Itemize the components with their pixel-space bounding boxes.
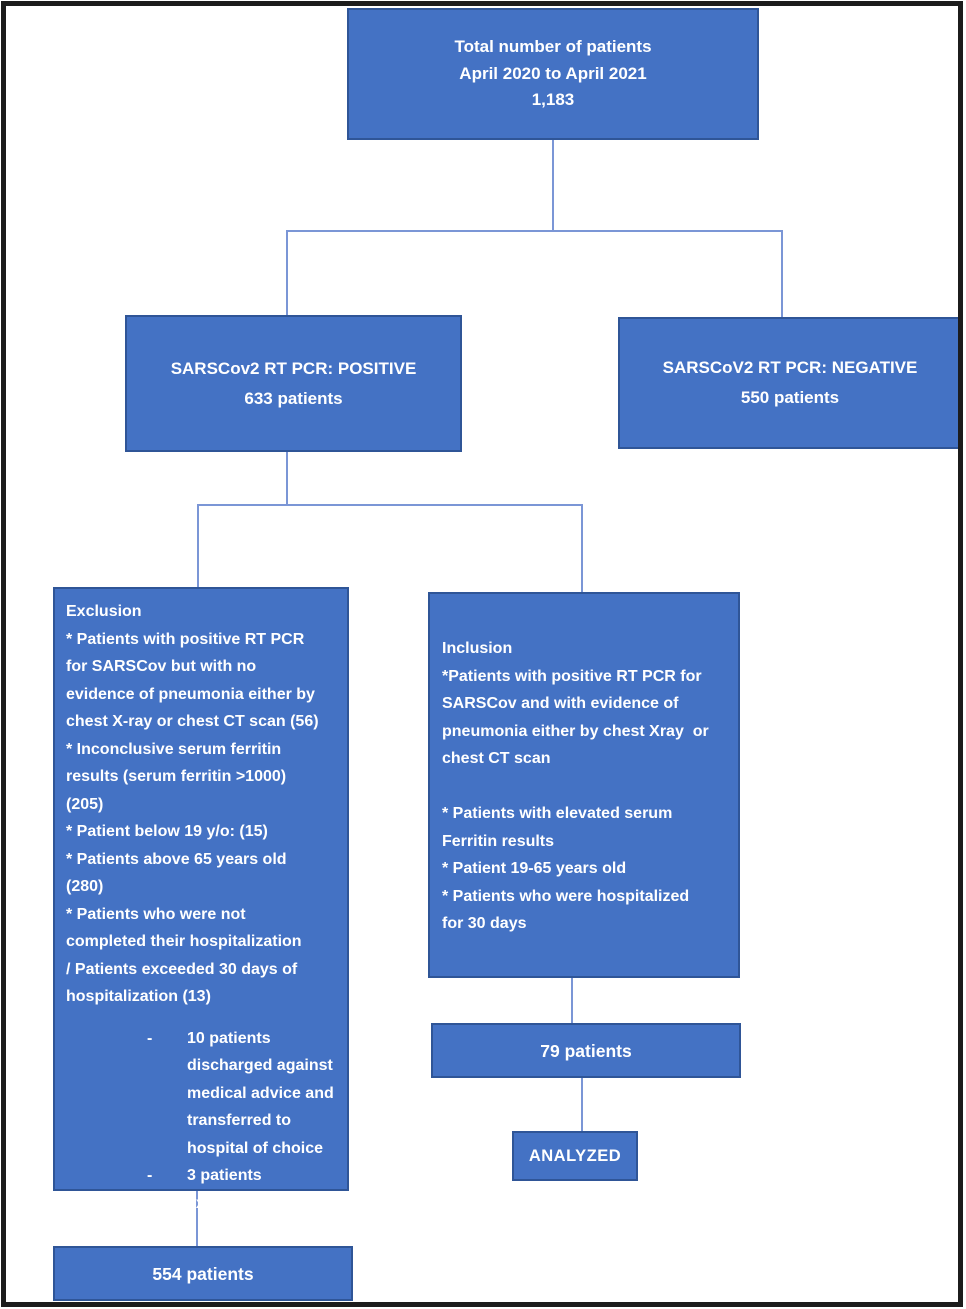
- pcr-negative-text: SARSCoV2 RT PCR: NEGATIVE 550 patients: [662, 358, 918, 407]
- exclusion-sub-list: - 10 patients discharged against medical…: [66, 1025, 339, 1218]
- node-79-patients: 79 patients: [431, 1023, 741, 1078]
- analyzed-text: ANALYZED: [528, 1147, 622, 1165]
- node-analyzed: ANALYZED: [512, 1131, 638, 1181]
- connector-exclusion-stem: [196, 1190, 198, 1247]
- dash-bullet: -: [147, 1029, 153, 1047]
- connector-positive-drop: [286, 230, 288, 316]
- connector-negative-drop: [781, 230, 783, 318]
- node-pcr-negative: SARSCoV2 RT PCR: NEGATIVE 550 patients: [618, 317, 962, 449]
- connector-split-top: [286, 230, 783, 232]
- exclusion-criteria-text: Exclusion * Patients with positive RT PC…: [66, 603, 319, 1005]
- inclusion-criteria-text: Inclusion *Patients with positive RT PCR…: [442, 640, 709, 932]
- node-total-patients: Total number of patients April 2020 to A…: [347, 8, 759, 140]
- total-patients-text: Total number of patients April 2020 to A…: [454, 37, 652, 110]
- connector-inclusion-drop: [581, 504, 583, 592]
- node-554-patients: 554 patients: [53, 1246, 353, 1301]
- sub-item-text: 3 patients exceeded 30 days: [187, 1167, 324, 1212]
- pcr-positive-text: SARSCov2 RT PCR: POSITIVE 633 patients: [170, 358, 417, 408]
- 554-patients-text: 554 patients: [152, 1263, 254, 1284]
- sub-item-text: 10 patients discharged against medical a…: [187, 1029, 334, 1157]
- node-exclusion-criteria: Exclusion * Patients with positive RT PC…: [53, 587, 349, 1212]
- connector-split-mid: [197, 504, 583, 506]
- dash-bullet: -: [147, 1167, 153, 1184]
- list-item: - 3 patients exceeded 30 days: [66, 1162, 339, 1217]
- list-item: - 10 patients discharged against medical…: [66, 1025, 339, 1163]
- connector-total-stem: [552, 140, 554, 232]
- connector-exclusion-drop: [197, 504, 199, 588]
- node-inclusion-criteria: Inclusion *Patients with positive RT PCR…: [428, 592, 740, 978]
- node-pcr-positive: SARSCov2 RT PCR: POSITIVE 633 patients: [125, 315, 462, 452]
- connector-analyzed-stem: [581, 1077, 583, 1132]
- connector-positive-stem: [286, 451, 288, 506]
- connector-inclusion-stem: [571, 977, 573, 1024]
- 79-patients-text: 79 patients: [540, 1040, 632, 1061]
